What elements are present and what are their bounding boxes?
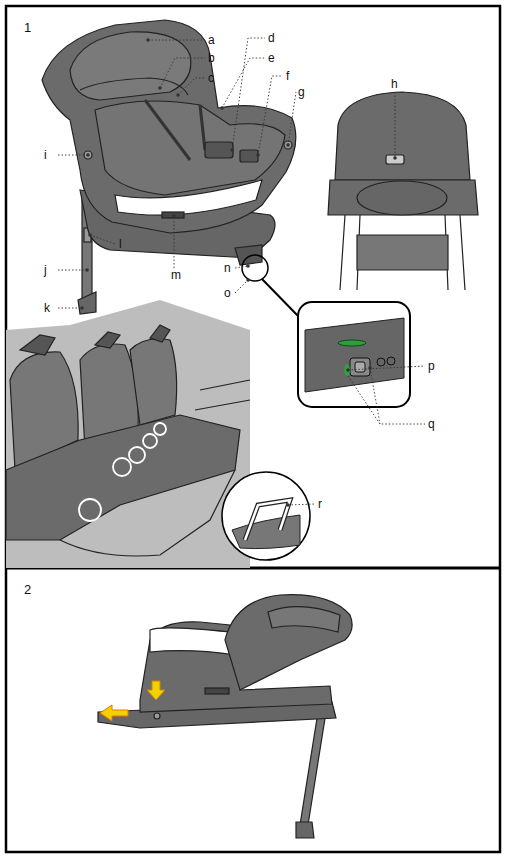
callout-letter: c (208, 72, 214, 84)
callout-letter: a (208, 34, 215, 46)
motion-arrows (100, 681, 165, 721)
outer-frame (6, 6, 500, 852)
vehicle-seat (6, 300, 250, 568)
callout-letter: k (44, 302, 50, 314)
callout-letter: h (391, 78, 398, 90)
car-seat-front (42, 20, 296, 314)
callout-letter: e (268, 52, 275, 64)
callout-letter: o (224, 287, 231, 299)
panel-number: 1 (24, 22, 31, 34)
callout-letter: l (119, 238, 122, 250)
callout-letter: j (44, 264, 47, 276)
car-seat-side (98, 595, 352, 838)
leader-dots (80, 38, 397, 507)
callout-letter: q (428, 418, 435, 430)
callout-letter: m (171, 269, 181, 281)
callout-letter: b (208, 52, 215, 64)
callout-letter: g (298, 86, 305, 98)
leader-lines (58, 38, 425, 505)
isofix-markers (79, 423, 166, 521)
car-seat-back (328, 92, 478, 290)
callout-letter: i (44, 149, 47, 161)
callout-letter: f (286, 70, 289, 82)
callout-letter: r (318, 498, 322, 510)
release-zoom (242, 255, 410, 407)
panel-number: 2 (24, 584, 31, 596)
isofix-zoom (222, 472, 310, 560)
callout-letter: d (268, 32, 275, 44)
callout-letter: p (428, 360, 435, 372)
callout-letter: n (224, 262, 231, 274)
